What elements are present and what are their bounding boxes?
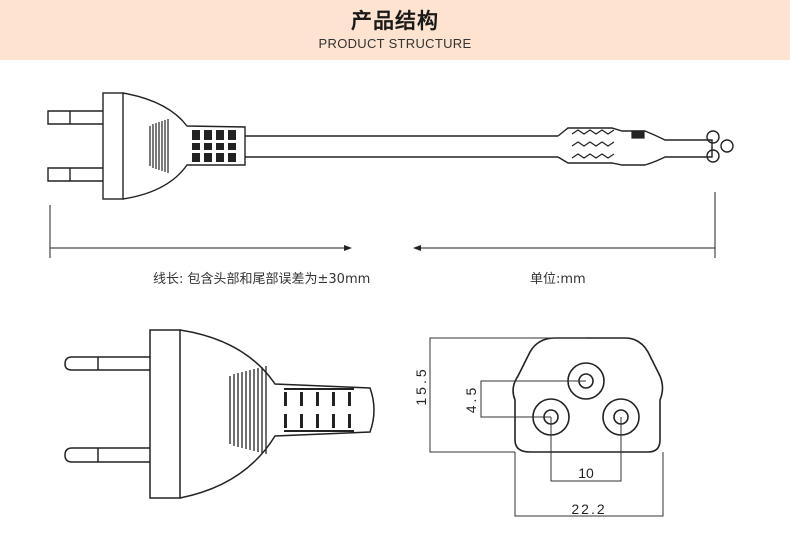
spacing-dimension [550, 417, 622, 482]
plug-detail-drawing [64, 329, 375, 499]
connector-grip-ribs [571, 129, 645, 159]
unit-note: 单位:mm [530, 272, 586, 287]
header-band: 产品结构 PRODUCT STRUCTURE [0, 0, 790, 60]
arrow-right-icon [344, 245, 352, 251]
plug-detail-body [179, 329, 375, 499]
connector-head [706, 130, 734, 163]
dim-height-label: 15.5 [413, 366, 429, 405]
plug-detail-face [149, 329, 181, 499]
connector-body [557, 127, 713, 166]
plug-face [102, 92, 124, 200]
cable-assembly-drawing [47, 92, 734, 258]
plug-pin-top [47, 110, 103, 125]
width-dimension [514, 452, 664, 517]
page-title: 产品结构 [351, 9, 439, 33]
plug-detail-strain-relief [284, 388, 354, 432]
dim-width-label: 22.2 [571, 501, 606, 517]
page-subtitle: PRODUCT STRUCTURE [318, 36, 472, 51]
plug-grip-ribs [149, 119, 169, 173]
cable-length-note: 线长: 包含头部和尾部误差为±30mm [153, 272, 371, 287]
dimension-arrows [344, 245, 421, 251]
cable [245, 135, 558, 158]
arrow-left-icon [413, 245, 421, 251]
plug-body [122, 92, 246, 200]
plug-detail-ribs [229, 366, 267, 454]
plug-strain-relief [192, 130, 236, 162]
connector-dimension-drawing: 15.5 4.5 10 22.2 [413, 337, 664, 517]
plug-detail-pin-top [64, 356, 150, 371]
connector-outline [512, 337, 664, 453]
height-dimension [429, 337, 586, 453]
plug-pin-bottom [47, 167, 103, 182]
offset-dimension [480, 380, 586, 418]
dim-spacing-label: 10 [578, 465, 594, 481]
plug-detail-pin-bottom [64, 447, 150, 463]
dim-offset-label: 4.5 [463, 385, 479, 413]
